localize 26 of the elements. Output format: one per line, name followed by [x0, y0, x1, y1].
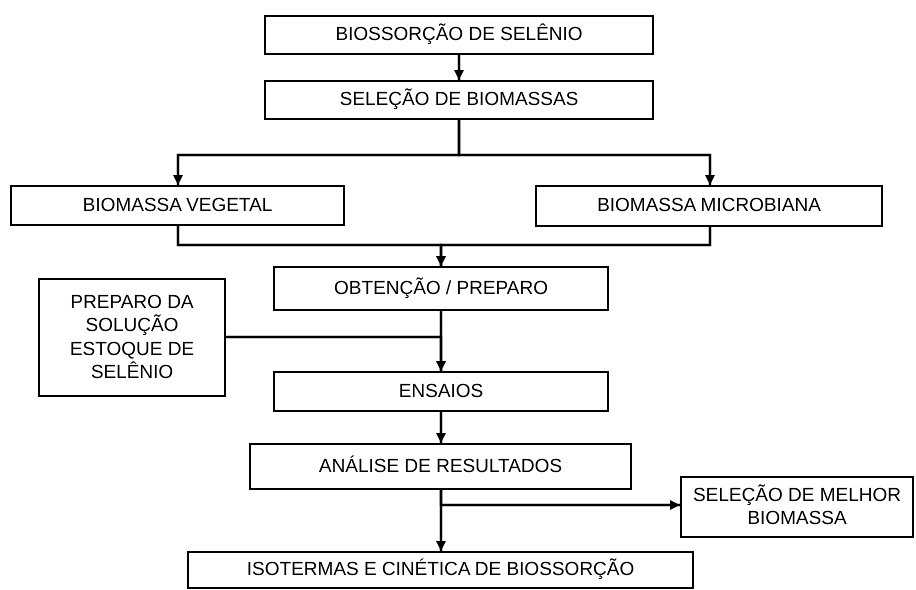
box-label: ANÁLISE DE RESULTADOS [318, 454, 562, 478]
arrow [454, 55, 464, 80]
box-label: SELEÇÃO DE MELHOR BIOMASSA [692, 484, 902, 530]
arrow [436, 227, 712, 266]
process-box [264, 80, 654, 120]
process-box [535, 185, 883, 227]
process-box [38, 278, 226, 397]
box-label: ISOTERMAS E CINÉTICA DE BIOSSORÇÃO [246, 558, 634, 582]
arrow [436, 490, 446, 551]
box-label: BIOSSORÇÃO DE SELÊNIO [335, 23, 583, 47]
process-box [273, 266, 609, 311]
arrow [226, 336, 446, 371]
box-label: SELEÇÃO DE BIOMASSAS [340, 88, 578, 112]
box-label: BIOMASSA VEGETAL [82, 194, 272, 218]
arrow [436, 412, 446, 443]
box-label: ENSAIOS [398, 380, 484, 404]
process-box [187, 551, 694, 589]
process-box [249, 443, 632, 490]
box-label: OBTENÇÃO / PREPARO [334, 276, 548, 300]
box-label: PREPARO DA SOLUÇÃO ESTOQUE DE SELÊNIO [68, 291, 196, 384]
process-box [10, 185, 345, 226]
box-label: BIOMASSA MICROBIANA [597, 194, 821, 218]
process-box [273, 371, 609, 412]
process-box [680, 476, 914, 538]
process-box [264, 15, 654, 55]
arrow [458, 120, 715, 185]
